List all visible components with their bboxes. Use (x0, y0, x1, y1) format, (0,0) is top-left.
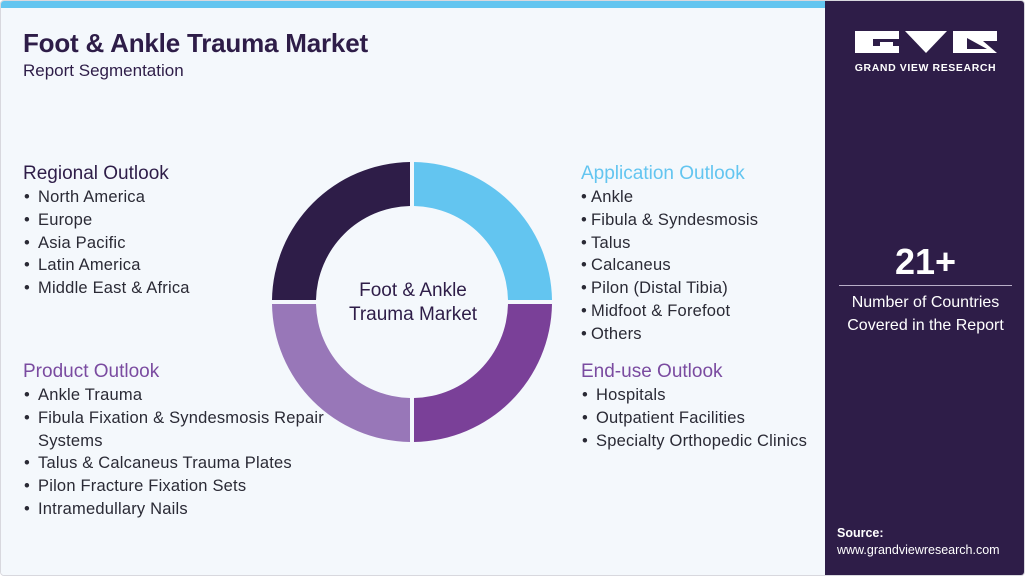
enduse-outlook-heading: End-use Outlook (581, 361, 723, 382)
list-item: Pilon Fracture Fixation Sets (23, 475, 353, 498)
application-outlook-section: Application Outlook Ankle Fibula & Synde… (581, 162, 758, 346)
donut-segment-regional (272, 162, 410, 300)
donut-center-line1: Foot & Ankle (359, 280, 467, 301)
segmentation-donut (272, 162, 552, 442)
product-outlook-list: Ankle Trauma Fibula Fixation & Syndesmos… (23, 384, 353, 521)
list-item: Ankle (581, 186, 758, 209)
list-item: Europe (23, 209, 190, 232)
source-url: www.grandviewresearch.com (837, 543, 1000, 557)
list-item: Talus & Calcaneus Trauma Plates (23, 452, 353, 475)
application-outlook-list: Ankle Fibula & Syndesmosis Talus Calcane… (581, 186, 758, 346)
donut-segment-enduse (414, 304, 552, 442)
list-item: Intramedullary Nails (23, 498, 353, 521)
list-item: Midfoot & Forefoot (581, 300, 758, 323)
gvr-logo-icon (855, 31, 997, 53)
donut-segment-product (272, 304, 410, 442)
list-item: Fibula Fixation & Syndesmosis Repair Sys… (23, 407, 353, 453)
main-panel: Foot & Ankle Trauma Market Report Segmen… (1, 1, 825, 575)
accent-bar (1, 1, 825, 8)
brand-name: GRAND VIEW RESEARCH (854, 62, 997, 74)
list-item: Hospitals (581, 384, 811, 407)
regional-outlook-list: North America Europe Asia Pacific Latin … (23, 186, 190, 300)
source-label: Source: (837, 526, 884, 540)
list-item: Fibula & Syndesmosis (581, 209, 758, 232)
countries-stat-description: Number of Countries Covered in the Repor… (825, 291, 1024, 337)
product-outlook-section: Product Outlook Ankle Trauma Fibula Fixa… (23, 360, 353, 521)
list-item: Latin America (23, 254, 190, 277)
list-item: Others (581, 323, 758, 346)
enduse-outlook-list: Hospitals Outpatient Facilities Specialt… (581, 384, 811, 452)
regional-outlook-section: Regional Outlook North America Europe As… (23, 162, 190, 300)
list-item: Outpatient Facilities (581, 407, 811, 430)
product-outlook-heading: Product Outlook (23, 361, 160, 382)
regional-outlook-heading: Regional Outlook (23, 163, 169, 184)
stat-desc-line1: Number of Countries (851, 294, 1000, 311)
stat-divider (839, 285, 1012, 286)
enduse-outlook-section: End-use Outlook Hospitals Outpatient Fac… (581, 360, 811, 452)
list-item: Pilon (Distal Tibia) (581, 277, 758, 300)
list-item: North America (23, 186, 190, 209)
list-item: Calcaneus (581, 254, 758, 277)
application-outlook-heading: Application Outlook (581, 163, 745, 184)
page-subtitle: Report Segmentation (23, 61, 184, 80)
list-item: Ankle Trauma (23, 384, 353, 407)
sidebar-panel (825, 1, 1024, 575)
donut-center-line2: Trauma Market (348, 304, 478, 325)
stat-desc-line2: Covered in the Report (847, 317, 1004, 334)
donut-center-label: Foot & Ankle Trauma Market (313, 279, 513, 327)
donut-segment-application (414, 162, 552, 300)
page-title: Foot & Ankle Trauma Market (23, 28, 368, 58)
list-item: Talus (581, 232, 758, 255)
countries-stat-value: 21+ (894, 241, 957, 282)
list-item: Asia Pacific (23, 232, 190, 255)
list-item: Middle East & Africa (23, 277, 190, 300)
list-item: Specialty Orthopedic Clinics (581, 430, 811, 453)
